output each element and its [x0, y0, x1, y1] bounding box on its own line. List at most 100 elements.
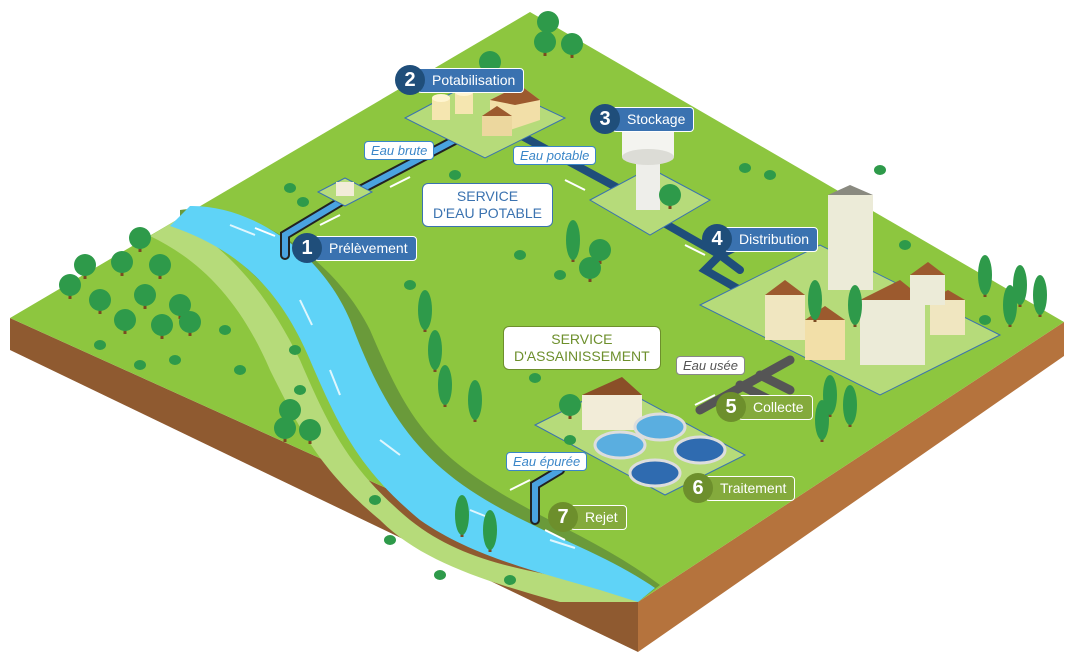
- round-tree: [659, 184, 681, 206]
- round-tree: [589, 239, 611, 261]
- conifer-tree: [848, 285, 862, 325]
- step-label: Potabilisation: [417, 67, 525, 93]
- bush: [449, 170, 461, 180]
- bush: [529, 373, 541, 383]
- round-tree: [579, 257, 601, 279]
- conifer-tree: [438, 365, 452, 405]
- bush: [384, 535, 396, 545]
- round-tree: [561, 33, 583, 55]
- step-number: 6: [683, 473, 713, 503]
- bush: [134, 360, 146, 370]
- step-number: 7: [548, 502, 578, 532]
- river-bank-left: [150, 218, 638, 602]
- bush: [234, 365, 246, 375]
- bush: [219, 325, 231, 335]
- bush: [564, 435, 576, 445]
- service-assainissement-box: SERVICE D'ASSAINISSEMENT: [503, 326, 661, 370]
- conifer-tree: [1013, 265, 1027, 305]
- round-tree: [537, 11, 559, 33]
- conifer-tree: [455, 495, 469, 535]
- service-title-line1: SERVICE: [456, 188, 519, 204]
- potabilisation-buildings: [432, 85, 540, 136]
- bush: [284, 183, 296, 193]
- service-title-line1: SERVICE: [551, 331, 613, 347]
- conifer-tree: [808, 280, 822, 320]
- river: [170, 205, 655, 602]
- conifer-tree: [483, 510, 497, 550]
- trees: [59, 11, 1047, 585]
- step-number: 3: [590, 104, 620, 134]
- round-tree: [129, 227, 151, 249]
- bush: [504, 575, 516, 585]
- step-number: 5: [716, 392, 746, 422]
- conifer-tree: [566, 220, 580, 260]
- round-tree: [149, 254, 171, 276]
- service-eau-potable-box: SERVICE D'EAU POTABLE: [422, 183, 553, 227]
- round-tree: [559, 394, 581, 416]
- conifer-tree: [418, 290, 432, 330]
- bush: [94, 340, 106, 350]
- service-title-line2: D'ASSAINISSEMENT: [514, 348, 650, 364]
- bush: [369, 495, 381, 505]
- ground-top: [10, 12, 1064, 602]
- round-tree: [274, 417, 296, 439]
- conifer-tree: [1003, 285, 1017, 325]
- round-tree: [279, 399, 301, 421]
- conifer-tree: [428, 330, 442, 370]
- step-label: Prélèvement: [314, 235, 417, 261]
- service-title-line2: D'EAU POTABLE: [433, 205, 542, 221]
- step-number: 2: [395, 65, 425, 95]
- conifer-tree: [468, 380, 482, 420]
- flow-label-eau-brute: Eau brute: [364, 141, 435, 160]
- flow-label-eau-potable: Eau potable: [513, 146, 597, 165]
- wastewater-plant: [582, 377, 727, 488]
- flow-label-eau-usee: Eau usée: [676, 356, 745, 375]
- conifer-tree: [843, 385, 857, 425]
- bush: [514, 250, 526, 260]
- bush: [297, 197, 309, 207]
- round-tree: [134, 284, 156, 306]
- bush: [874, 165, 886, 175]
- bush: [554, 270, 566, 280]
- round-tree: [534, 31, 556, 53]
- round-tree: [89, 289, 111, 311]
- step-label: Traitement: [705, 475, 796, 501]
- flow-arrows: [254, 176, 716, 541]
- bush: [764, 170, 776, 180]
- town-buildings: [765, 185, 965, 365]
- round-tree: [74, 254, 96, 276]
- bush: [434, 570, 446, 580]
- bush: [899, 240, 911, 250]
- bush: [169, 355, 181, 365]
- ground-right-side: [638, 322, 1064, 652]
- conifer-tree: [978, 255, 992, 295]
- step-number: 4: [702, 224, 732, 254]
- step-label: Stockage: [612, 106, 695, 132]
- step-number: 1: [292, 233, 322, 263]
- flow-label-eau-epuree: Eau épurée: [506, 452, 588, 471]
- round-tree: [179, 311, 201, 333]
- bush: [739, 163, 751, 173]
- round-tree: [299, 419, 321, 441]
- conifer-tree: [815, 400, 829, 440]
- conifer-tree: [1033, 275, 1047, 315]
- step-label: Collecte: [738, 394, 813, 420]
- round-tree: [111, 251, 133, 273]
- bush: [404, 280, 416, 290]
- step-label: Distribution: [724, 226, 819, 252]
- step-label: Rejet: [570, 504, 627, 530]
- round-tree: [59, 274, 81, 296]
- round-tree: [169, 294, 191, 316]
- bush: [979, 315, 991, 325]
- bush: [294, 385, 306, 395]
- round-tree: [151, 314, 173, 336]
